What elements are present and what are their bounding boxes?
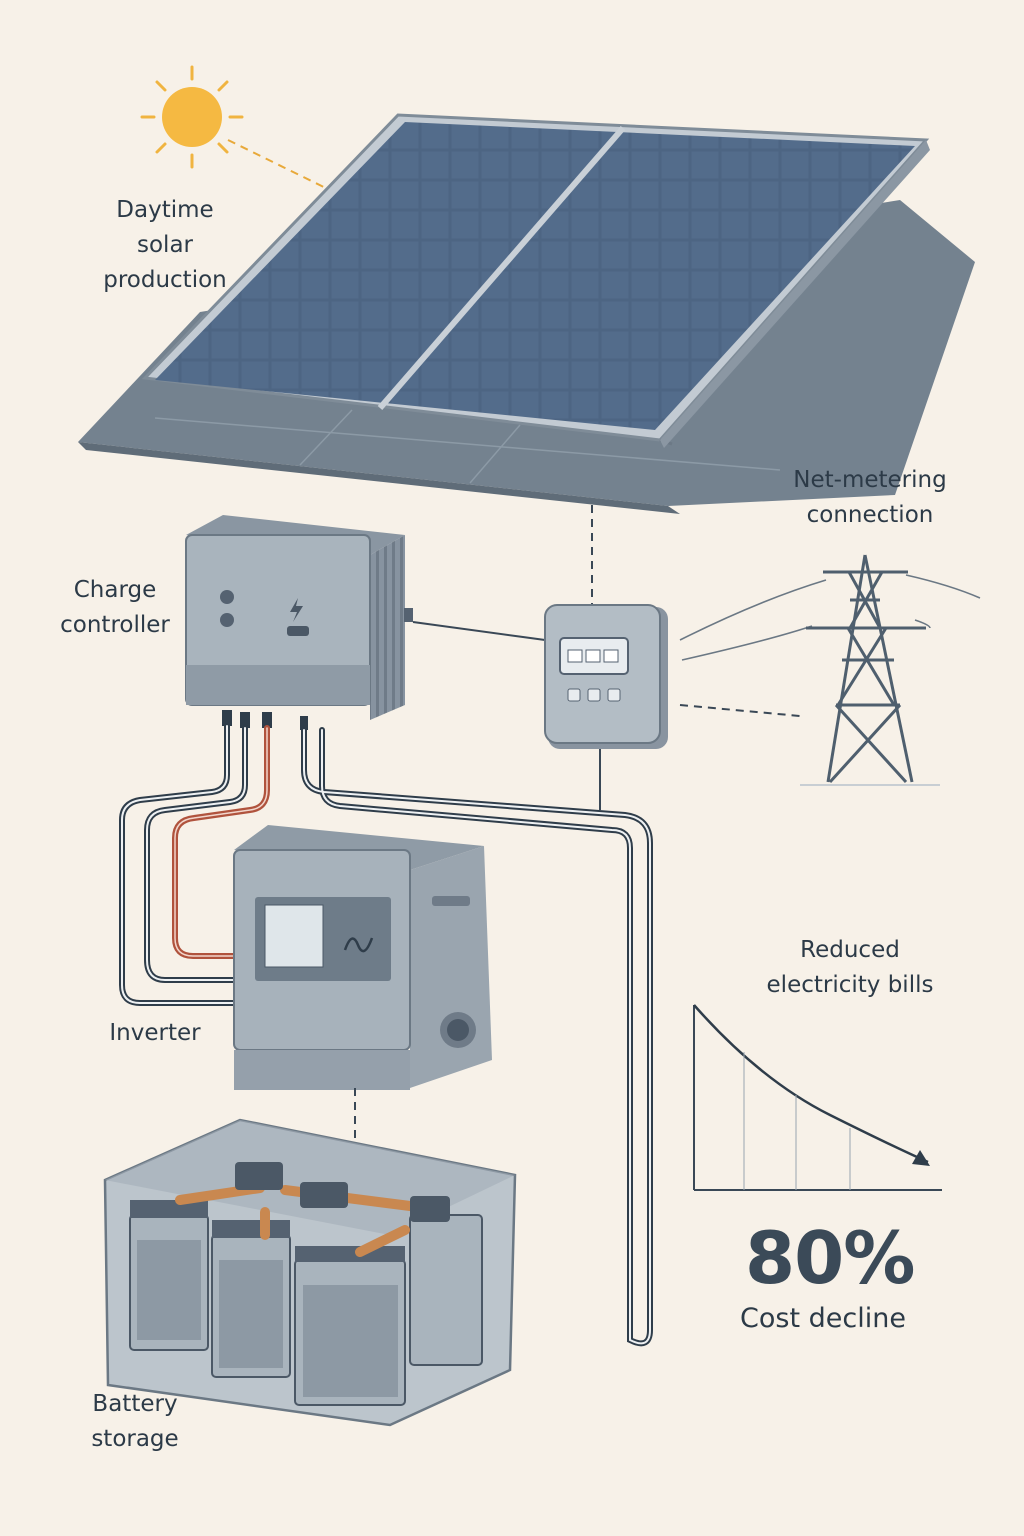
battery-storage [103, 1118, 517, 1427]
bolt-icon [290, 598, 303, 622]
label-battery-storage: Battery storage [91, 1391, 179, 1452]
charge-controller [185, 515, 413, 730]
solar-panel-array [141, 113, 930, 448]
label-daytime-solar-production: Daytime solar production [103, 197, 227, 293]
sun-icon [140, 65, 341, 196]
label-charge-controller: Charge controller [60, 577, 170, 638]
cost-decline-chart [693, 1004, 942, 1191]
inverter [233, 825, 492, 1090]
outlet-icon [440, 1012, 476, 1048]
wave-logo-icon [343, 937, 374, 953]
dc-cables [119, 723, 653, 1347]
controller-to-meter-wire [412, 621, 546, 641]
power-lines [679, 574, 981, 661]
net-meter [544, 604, 668, 749]
meter-to-grid-wire [679, 704, 801, 717]
transmission-tower [800, 554, 940, 786]
stat-caption: Cost decline [740, 1303, 906, 1334]
stat-value: 80% [745, 1216, 915, 1300]
label-net-metering-connection: Net-metering connection [793, 467, 947, 528]
label-reduced-electricity-bills: Reduced electricity bills [766, 937, 934, 998]
label-inverter: Inverter [109, 1020, 201, 1046]
